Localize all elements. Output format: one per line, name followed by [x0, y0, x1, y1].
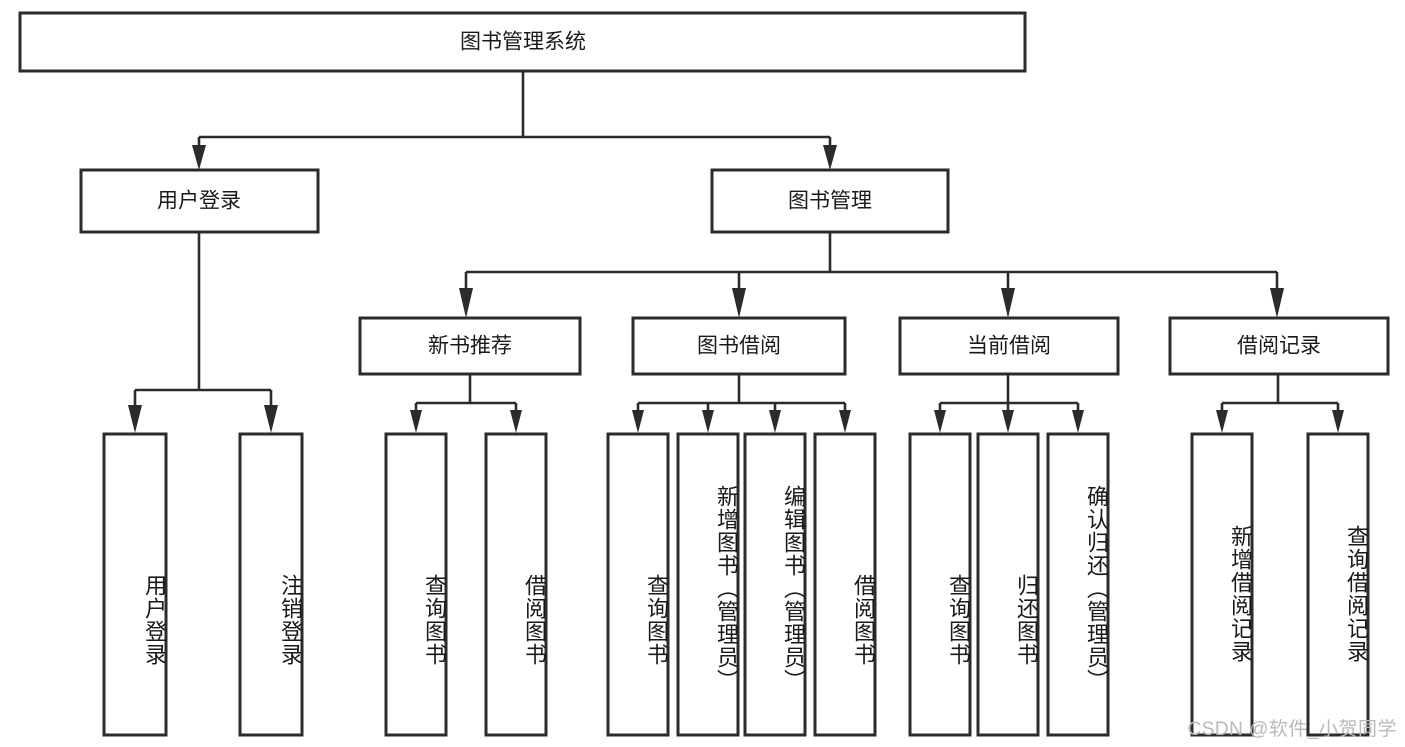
node-leaf-query-record-rect[interactable]: [1306, 432, 1370, 737]
node-current-borrow[interactable]: 当前借阅: [898, 316, 1120, 376]
arrow-to-book-borrow: [732, 288, 746, 318]
node-leaf-confirm-return-rect[interactable]: [1046, 432, 1110, 737]
node-root-label: 图书管理系统: [460, 31, 586, 54]
arrow-to-new-book-rec: [459, 288, 473, 318]
node-leaf-user-login-rect[interactable]: [102, 432, 168, 737]
node-leaf-return-book-rect[interactable]: [976, 432, 1040, 737]
node-book-manage-rect[interactable]: [710, 168, 950, 234]
node-book-manage[interactable]: 图书管理: [710, 168, 950, 234]
node-leaf-borrow-book-1-rect[interactable]: [484, 432, 548, 737]
node-leaf-add-record-rect[interactable]: [1190, 432, 1254, 737]
arrow-to-leaf-add-book: [702, 410, 714, 433]
node-root-rect[interactable]: [18, 11, 1027, 73]
node-book-borrow-label: 图书借阅: [697, 335, 781, 358]
node-leaf-query-book-2-rect[interactable]: [606, 432, 670, 737]
arrow-to-current-borrow: [1001, 288, 1015, 318]
node-book-manage-label: 图书管理: [788, 190, 872, 213]
node-user-login-label: 用户登录: [157, 190, 241, 213]
arrow-to-leaf-confirm-return: [1072, 410, 1084, 433]
arrow-to-leaf-edit-book: [769, 410, 781, 433]
arrow-to-leaf-query-record: [1332, 410, 1344, 433]
node-leaf-edit-book-rect[interactable]: [743, 432, 807, 737]
watermark-text: CSDN @软件_小贺同学: [1187, 719, 1397, 740]
arrow-to-leaf-return-book: [1002, 410, 1014, 433]
node-leaf-query-book-1-rect[interactable]: [384, 432, 448, 737]
node-leaf-borrow-book-2-rect[interactable]: [813, 432, 877, 737]
arrow-to-leaf-user-login: [128, 405, 142, 433]
node-leaf-logout-rect[interactable]: [238, 432, 304, 737]
node-new-book-rec-label: 新书推荐: [428, 335, 512, 358]
arrow-to-leaf-borrow-book-2: [839, 410, 851, 433]
node-borrow-record-rect[interactable]: [1168, 316, 1390, 376]
node-current-borrow-rect[interactable]: [898, 316, 1120, 376]
node-book-borrow[interactable]: 图书借阅: [631, 316, 847, 376]
arrow-to-leaf-logout: [264, 405, 278, 433]
node-user-login[interactable]: 用户登录: [79, 168, 320, 234]
node-root[interactable]: 图书管理系统: [18, 11, 1027, 73]
node-borrow-record[interactable]: 借阅记录: [1168, 316, 1390, 376]
arrow-to-user-login: [192, 145, 206, 170]
node-leaf-query-book-3-rect[interactable]: [908, 432, 972, 737]
node-leaf-add-book-rect[interactable]: [676, 432, 740, 737]
node-user-login-rect[interactable]: [79, 168, 320, 234]
node-new-book-rec-rect[interactable]: [358, 316, 582, 376]
arrow-to-leaf-add-record: [1216, 410, 1228, 433]
arrow-to-book-manage: [823, 145, 837, 170]
arrow-to-leaf-borrow-book-1: [510, 410, 522, 433]
arrow-to-borrow-record: [1270, 288, 1284, 318]
arrow-to-leaf-query-book-2: [632, 410, 644, 433]
node-book-borrow-rect[interactable]: [631, 316, 847, 376]
arrow-to-leaf-query-book-1: [410, 410, 422, 433]
connectors-group: [128, 71, 1344, 433]
arrow-to-leaf-query-book-3: [934, 410, 946, 433]
node-borrow-record-label: 借阅记录: [1237, 335, 1321, 358]
node-current-borrow-label: 当前借阅: [967, 335, 1051, 358]
node-new-book-rec[interactable]: 新书推荐: [358, 316, 582, 376]
